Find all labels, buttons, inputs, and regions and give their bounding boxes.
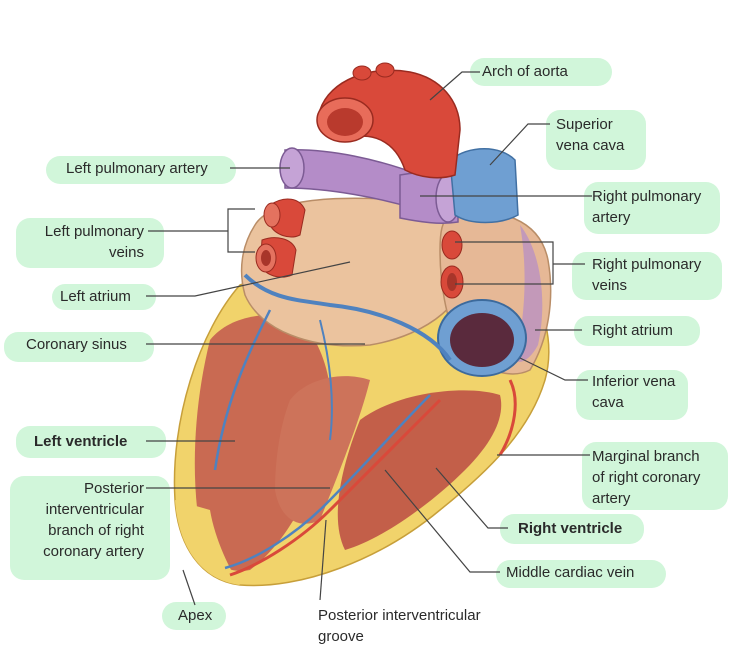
highlight-inferior-vena-cava <box>576 370 688 420</box>
right-pulmonary-vein-lower-hole <box>447 273 457 291</box>
label-line: artery <box>592 209 631 226</box>
marginal-branch-vessel <box>498 379 517 456</box>
highlight-superior-vena-cava <box>546 110 646 170</box>
label-line: Posterior interventricular <box>318 607 481 624</box>
label-right-atrium: Right atrium <box>592 322 673 339</box>
highlight-left-pulmonary-artery <box>46 156 236 184</box>
label-coronary-sinus: Coronary sinus <box>26 336 127 353</box>
leader-right-pulmonary-veins-bracket <box>455 241 554 285</box>
label-left-pulmonary-artery: Left pulmonary artery <box>66 160 208 177</box>
highlight-apex <box>162 602 226 630</box>
leader-left-pulmonary-veins-bracket <box>227 208 255 253</box>
aortic-branch-2 <box>375 62 395 78</box>
label-left-atrium: Left atrium <box>60 288 131 305</box>
posterior-muscle-strip <box>275 376 370 524</box>
highlight-left-pulmonary-veins <box>16 218 164 268</box>
label-line: Superior <box>556 116 613 133</box>
leader-right-ventricle <box>435 467 508 529</box>
highlight-left-atrium <box>52 284 156 310</box>
highlight-arch-of-aorta <box>470 58 612 86</box>
label-line: artery <box>592 490 631 507</box>
label-right-pulmonary-artery: Right pulmonary artery <box>592 186 701 228</box>
highlight-posterior-interventricular-branch <box>10 476 170 580</box>
left-pulmonary-vein-lower-hole <box>261 250 271 266</box>
leader-left-atrium <box>146 261 351 297</box>
label-line: Marginal branch <box>592 448 700 465</box>
leader-middle-cardiac-vein <box>384 469 500 573</box>
label-line: veins <box>108 244 144 261</box>
label-arch-of-aorta: Arch of aorta <box>482 63 568 80</box>
label-apex: Apex <box>178 607 213 624</box>
right-ventricle-muscle <box>337 390 502 550</box>
label-right-ventricle: Right ventricle <box>518 520 623 537</box>
highlight-marginal-branch <box>582 442 728 510</box>
aortic-branch-1 <box>352 65 372 81</box>
highlight-coronary-sinus <box>4 332 154 362</box>
leader-superior-vena-cava <box>489 123 550 166</box>
coronary-sinus-vessel <box>243 273 452 362</box>
label-line: of right coronary <box>592 469 701 486</box>
label-middle-cardiac-vein: Middle cardiac vein <box>506 564 635 581</box>
label-inferior-vena-cava: Inferior vena cava <box>592 371 675 413</box>
right-pulmonary-vein-upper <box>441 230 463 260</box>
left-ventricle-vessel-2 <box>319 319 333 441</box>
middle-cardiac-vessel <box>224 394 431 570</box>
label-line: Right pulmonary <box>592 188 702 205</box>
leader-posterior-interventricular-groove <box>319 519 327 601</box>
highlight-right-atrium <box>574 316 700 346</box>
left-pulmonary-vein-upper-end <box>263 202 281 228</box>
highlight-right-pulmonary-artery <box>584 182 720 234</box>
apex-fat <box>175 500 240 585</box>
leader-apex <box>182 569 196 606</box>
label-line: Right pulmonary <box>592 256 702 273</box>
label-line: coronary artery <box>43 543 144 560</box>
label-superior-vena-cava: Superior vena cava <box>556 114 624 156</box>
label-line: interventricular <box>45 501 144 518</box>
label-line: cava <box>592 394 624 411</box>
label-left-pulmonary-veins: Left pulmonary veins <box>26 221 144 263</box>
highlight-left-ventricle <box>16 426 166 458</box>
superior-vena-cava-shape <box>449 148 519 224</box>
label-line: branch of right <box>48 522 144 539</box>
label-posterior-interventricular-groove: Posterior interventricular groove <box>318 605 481 647</box>
highlight-right-ventricle <box>500 514 644 544</box>
label-right-pulmonary-veins: Right pulmonary veins <box>592 254 701 296</box>
label-posterior-interventricular-branch: Posterior interventricular branch of rig… <box>20 478 144 562</box>
leader-inferior-vena-cava <box>519 357 588 381</box>
label-left-ventricle: Left ventricle <box>34 433 128 450</box>
highlight-right-pulmonary-veins <box>572 252 722 300</box>
label-line: Inferior vena <box>592 373 676 390</box>
label-line: vena cava <box>556 137 625 154</box>
label-line: groove <box>318 628 364 645</box>
highlight-middle-cardiac-vein <box>496 560 666 588</box>
label-line: Left pulmonary <box>44 223 144 240</box>
label-line: veins <box>592 277 628 294</box>
left-ventricle-vessel <box>213 309 272 471</box>
aorta-opening-inner <box>327 108 363 136</box>
leader-arch-of-aorta <box>429 71 480 101</box>
inferior-vena-cava-inner <box>450 313 514 367</box>
leader-lines <box>146 71 592 606</box>
label-marginal-branch: Marginal branch of right coronary artery <box>592 446 700 509</box>
label-line: Posterior <box>83 480 144 497</box>
posterior-interventricular-vessel <box>229 398 442 577</box>
